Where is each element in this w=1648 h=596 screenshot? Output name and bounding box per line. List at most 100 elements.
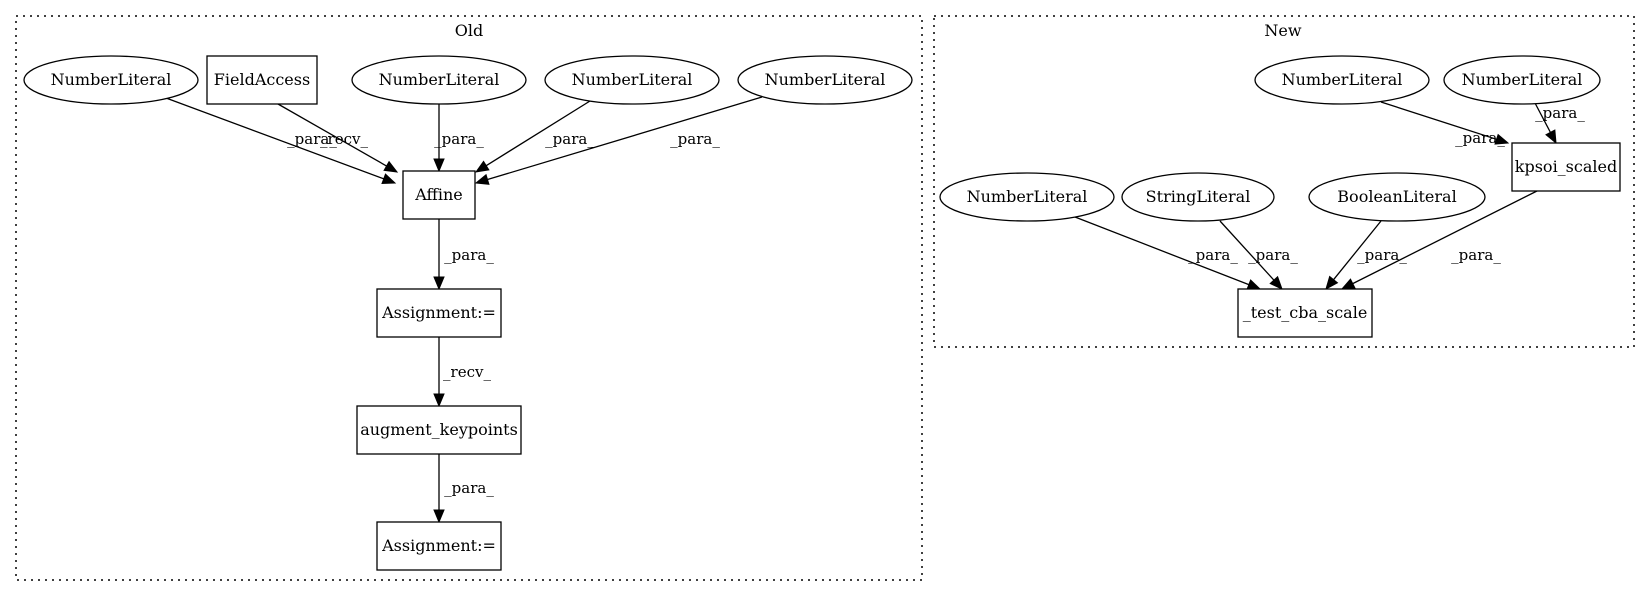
node-label: NumberLiteral [572, 70, 693, 89]
arrowhead-icon [474, 173, 490, 185]
edge-label: _para_ [1188, 246, 1238, 264]
node-o_augment: augment_keypoints [356, 405, 522, 455]
node-ellipse [1121, 172, 1275, 222]
node-label: NumberLiteral [967, 187, 1088, 206]
edge-n_bool-to-n_test: _para_ [1325, 220, 1407, 291]
arrowhead-icon [433, 393, 445, 408]
edge-o_assign1-to-o_augment: _recv_ [433, 337, 491, 408]
edge-label: _para_ [545, 130, 595, 148]
node-ellipse [1443, 55, 1601, 105]
edge-line [165, 97, 384, 180]
edge-label: _para_ [434, 130, 484, 148]
edge-label: _para_ [444, 479, 494, 497]
node-box [376, 288, 502, 338]
edge-label: _recv_ [320, 130, 368, 148]
arrowhead-icon [474, 160, 490, 173]
edge-line [277, 103, 387, 167]
edge-label: _para_ [1455, 129, 1505, 147]
node-box [206, 55, 318, 105]
cluster-new-border [933, 15, 1635, 348]
edge-line [1333, 220, 1382, 281]
node-label: StringLiteral [1146, 187, 1251, 206]
edge-label: _para_ [444, 246, 494, 264]
node-n_str: StringLiteral [1121, 172, 1275, 222]
cluster-new-label: New [1264, 21, 1301, 40]
node-label: NumberLiteral [765, 70, 886, 89]
node-box [402, 170, 476, 220]
arrowhead-icon [1545, 129, 1557, 145]
arrowhead-icon [383, 160, 399, 173]
node-ellipse [1254, 55, 1430, 105]
node-label: kpsoi_scaled [1515, 157, 1617, 176]
node-n_num1: NumberLiteral [1254, 55, 1430, 105]
edge-n_num3-to-n_test: _para_ [1074, 216, 1262, 290]
edge-line [487, 96, 763, 181]
node-box [1511, 142, 1621, 192]
node-o_field: FieldAccess [206, 55, 318, 105]
arrowhead-icon [1340, 278, 1356, 290]
cluster-old-label: Old [455, 21, 483, 40]
edge-label: _para_ [670, 130, 720, 148]
node-label: NumberLiteral [1462, 70, 1583, 89]
node-label: _test_cba_scale [1243, 303, 1368, 322]
node-o_num3: NumberLiteral [544, 55, 720, 105]
node-ellipse [939, 172, 1115, 222]
edge-line [1380, 101, 1497, 140]
edge-label: _para_ [1357, 246, 1407, 264]
edge-o_num1-to-o_affine: _para_ [165, 97, 397, 185]
node-label: augment_keypoints [360, 420, 518, 439]
edge-n_num2-to-n_kpsoi: _para_ [1534, 102, 1585, 145]
node-label: Affine [414, 185, 463, 204]
node-box [356, 405, 522, 455]
edge-o_field-to-o_affine: _recv_ [277, 103, 399, 173]
node-label: Assignment:= [381, 536, 496, 555]
arrowhead-icon [433, 158, 445, 173]
edge-o_num4-to-o_affine: _para_ [474, 96, 763, 185]
node-label: NumberLiteral [379, 70, 500, 89]
edge-label: _para_ [1248, 246, 1298, 264]
node-o_num1: NumberLiteral [23, 55, 199, 105]
edge-label: _para_ [287, 130, 337, 148]
node-o_assign2: Assignment:= [376, 521, 502, 571]
node-ellipse [544, 55, 720, 105]
arrowhead-icon [1325, 275, 1339, 291]
node-label: FieldAccess [214, 70, 310, 89]
node-n_num2: NumberLiteral [1443, 55, 1601, 105]
node-ellipse [351, 55, 527, 105]
edge-line [1534, 102, 1551, 133]
arrowhead-icon [433, 276, 445, 291]
arrowhead-icon [1246, 279, 1262, 290]
edge-n_str-to-n_test: _para_ [1219, 220, 1298, 290]
edge-line [1074, 216, 1250, 286]
node-label: BooleanLiteral [1337, 187, 1456, 206]
node-label: NumberLiteral [1282, 70, 1403, 89]
node-n_kpsoi: kpsoi_scaled [1511, 142, 1621, 192]
node-label: Assignment:= [381, 303, 496, 322]
node-o_num2: NumberLiteral [351, 55, 527, 105]
edge-o_augment-to-o_assign2: _para_ [433, 454, 494, 524]
edge-line [1219, 220, 1275, 281]
edge-label: _para_ [1451, 246, 1501, 264]
node-ellipse [737, 55, 913, 105]
arrowhead-icon [433, 509, 445, 524]
node-n_num3: NumberLiteral [939, 172, 1115, 222]
node-ellipse [23, 55, 199, 105]
arrowhead-icon [381, 173, 397, 185]
edge-line [485, 100, 591, 167]
edge-o_num2-to-o_affine: _para_ [433, 104, 484, 173]
node-ellipse [1308, 172, 1486, 222]
edge-label: _para_ [1535, 104, 1585, 122]
node-label: NumberLiteral [51, 70, 172, 89]
node-box [376, 521, 502, 571]
node-o_num4: NumberLiteral [737, 55, 913, 105]
edge-line [1352, 190, 1538, 285]
edge-o_affine-to-o_assign1: _para_ [433, 219, 494, 291]
node-o_assign1: Assignment:= [376, 288, 502, 338]
edge-label: _recv_ [443, 363, 491, 381]
node-box [1237, 288, 1373, 338]
edge-n_num1-to-n_kpsoi: _para_ [1380, 101, 1510, 147]
node-n_bool: BooleanLiteral [1308, 172, 1486, 222]
node-o_affine: Affine [402, 170, 476, 220]
node-n_test: _test_cba_scale [1237, 288, 1373, 338]
